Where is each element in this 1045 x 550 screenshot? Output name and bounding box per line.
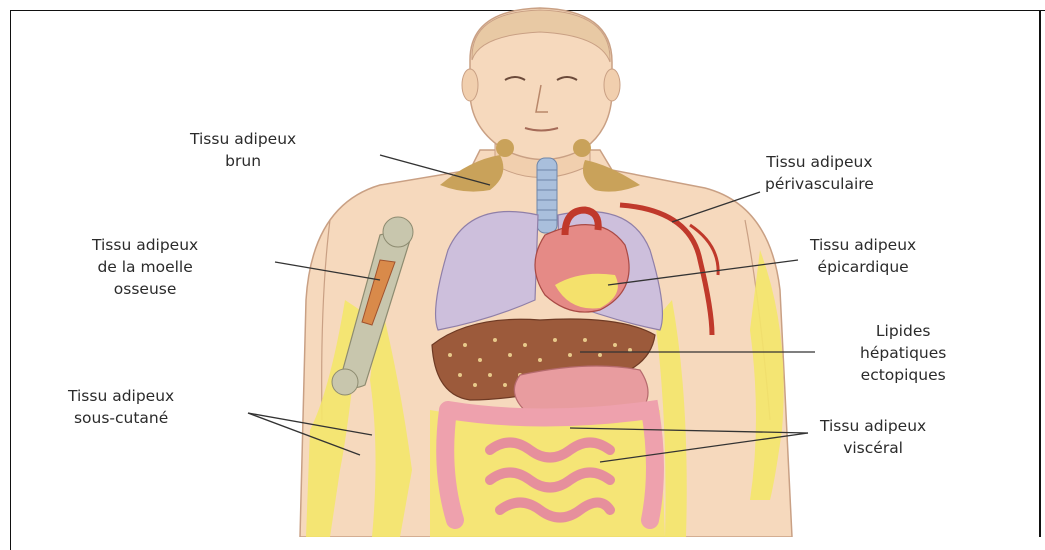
- label-line: épicardique: [810, 256, 916, 278]
- trachea: [537, 158, 557, 233]
- brown-fat-neck-left: [496, 139, 514, 157]
- label-line: sous-cutané: [68, 407, 174, 429]
- label-subcutaneous-adipose: Tissu adipeux sous-cutané: [68, 385, 174, 429]
- label-line: Tissu adipeux: [68, 385, 174, 407]
- brown-fat-neck-right: [573, 139, 591, 157]
- label-line: Lipides: [860, 320, 946, 342]
- label-line: Tissu adipeux: [820, 415, 926, 437]
- label-brown-adipose: Tissu adipeux brun: [190, 128, 296, 172]
- label-line: ectopiques: [860, 364, 946, 386]
- label-line: de la moelle: [92, 256, 198, 278]
- right-ear: [604, 69, 620, 101]
- label-line: périvasculaire: [765, 173, 874, 195]
- label-marrow-adipose: Tissu adipeux de la moelle osseuse: [92, 234, 198, 300]
- left-ear: [462, 69, 478, 101]
- label-line: brun: [190, 150, 296, 172]
- label-perivascular-adipose: Tissu adipeux périvasculaire: [765, 151, 874, 195]
- label-line: Tissu adipeux: [810, 234, 916, 256]
- label-line: viscéral: [820, 437, 926, 459]
- label-epicardial-adipose: Tissu adipeux épicardique: [810, 234, 916, 278]
- bone-foot: [332, 369, 358, 395]
- label-hepatic-lipids: Lipides hépatiques ectopiques: [860, 320, 946, 386]
- bone-head: [383, 217, 413, 247]
- label-line: Tissu adipeux: [92, 234, 198, 256]
- label-visceral-adipose: Tissu adipeux viscéral: [820, 415, 926, 459]
- label-line: hépatiques: [860, 342, 946, 364]
- label-line: osseuse: [92, 278, 198, 300]
- label-line: Tissu adipeux: [190, 128, 296, 150]
- label-line: Tissu adipeux: [765, 151, 874, 173]
- trachea-tube: [537, 158, 557, 233]
